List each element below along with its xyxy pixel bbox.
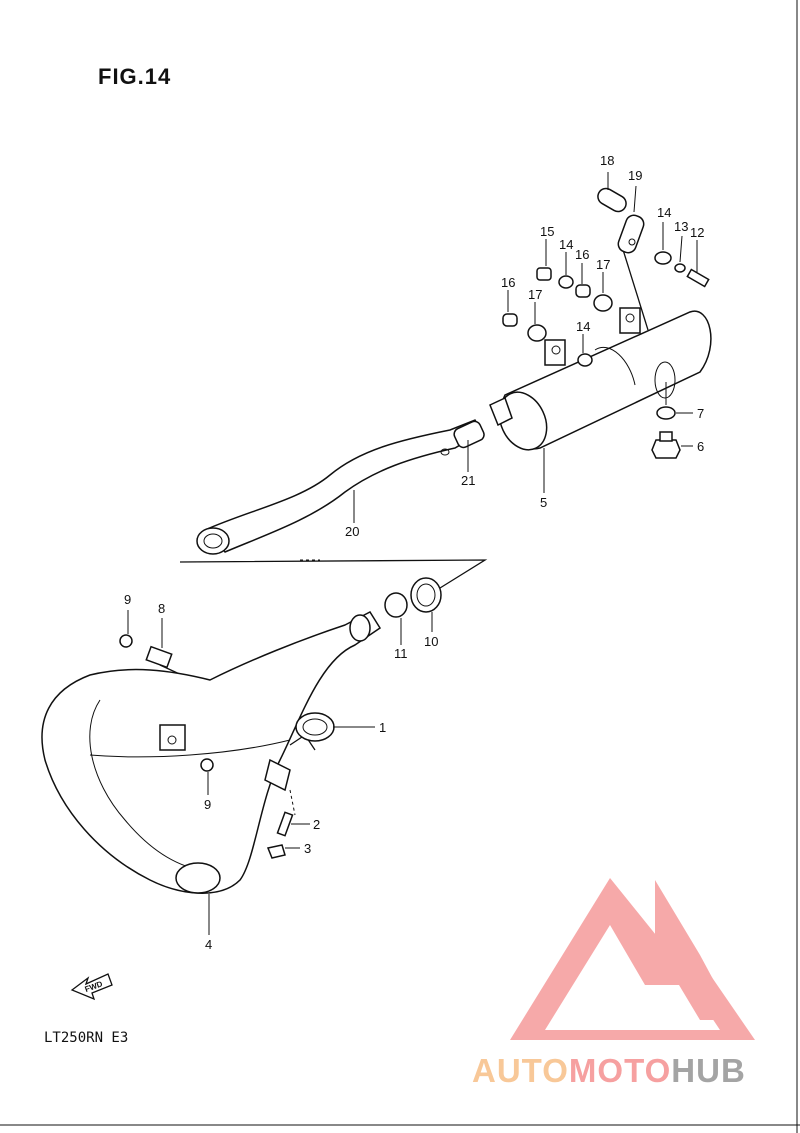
callout-7: 7 xyxy=(697,406,704,421)
callout-8: 8 xyxy=(158,601,165,616)
callout-numbers: 18 19 14 13 12 15 14 16 17 16 17 14 7 6 … xyxy=(124,153,704,952)
watermark-logo-icon xyxy=(510,878,755,1040)
callout-14: 14 xyxy=(657,205,671,220)
watermark-part-moto: MOTO xyxy=(568,1052,672,1089)
callout-17: 17 xyxy=(596,257,610,272)
watermark-part-auto: AUTO xyxy=(472,1052,569,1089)
leader-lines xyxy=(127,172,698,935)
callout-10: 10 xyxy=(424,634,438,649)
callout-1: 1 xyxy=(379,720,386,735)
pipe-joint-21 xyxy=(453,420,485,449)
exhaust-chamber-4 xyxy=(41,611,382,894)
small-parts-1-2-3-8-9 xyxy=(119,634,335,859)
callout-12: 12 xyxy=(690,225,704,240)
callout-3: 3 xyxy=(304,841,311,856)
callout-18: 18 xyxy=(600,153,614,168)
callout-5: 5 xyxy=(540,495,547,510)
callout-2: 2 xyxy=(313,817,320,832)
callout-9: 9 xyxy=(204,797,211,812)
callout-16: 16 xyxy=(501,275,515,290)
muffler-5 xyxy=(489,307,712,451)
callout-14: 14 xyxy=(559,237,573,252)
gaskets-10-11 xyxy=(384,577,442,618)
callout-4: 4 xyxy=(205,937,212,952)
callout-14: 14 xyxy=(576,319,590,334)
callout-13: 13 xyxy=(674,219,688,234)
watermark-wordmark: AUTOMOTOHUB xyxy=(472,1052,746,1090)
figure-title: FIG.14 xyxy=(98,64,172,89)
callout-11: 11 xyxy=(394,646,408,661)
callout-17: 17 xyxy=(528,287,542,302)
callout-21: 21 xyxy=(461,473,475,488)
callout-15: 15 xyxy=(540,224,554,239)
callout-6: 6 xyxy=(697,439,704,454)
exhaust-pipe-20 xyxy=(196,419,484,555)
callout-20: 20 xyxy=(345,524,359,539)
mounting-hardware xyxy=(502,187,710,459)
callout-16: 16 xyxy=(575,247,589,262)
watermark-part-hub: HUB xyxy=(671,1052,746,1089)
model-code: LT250RN E3 xyxy=(44,1030,129,1046)
forward-arrow-icon: FWD xyxy=(70,973,113,1001)
callout-9: 9 xyxy=(124,592,131,607)
callout-19: 19 xyxy=(628,168,642,183)
